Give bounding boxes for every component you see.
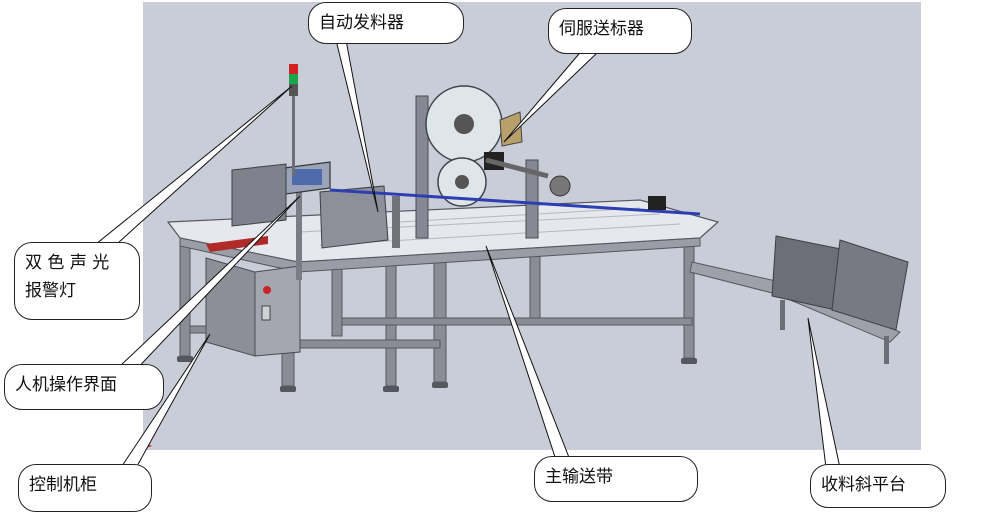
alarm-pole [292, 96, 295, 176]
labeler-shaft [485, 157, 549, 179]
callout-alarm-line2: 报警灯 [25, 281, 76, 301]
rail-motor [648, 196, 666, 210]
callout-servo-labeler: 伺服送标器 [548, 8, 692, 54]
labeler-wheel [549, 175, 571, 197]
callout-control-cabinet: 控制机柜 [18, 464, 152, 512]
callout-feeder: 自动发料器 [308, 2, 464, 44]
labeler-arm [499, 111, 523, 147]
labeler-column-2 [525, 159, 539, 239]
alarm-base [289, 84, 298, 96]
feeder-post [392, 196, 400, 248]
leader-lines [95, 39, 841, 469]
labeler-column [415, 95, 429, 239]
cabinet-switch [261, 305, 271, 321]
callout-hmi: 人机操作界面 [4, 364, 164, 410]
blue-guide-rail [329, 188, 701, 216]
cabinet-red-button [263, 286, 271, 294]
control-cabinet [205, 257, 256, 357]
alarm-red-lamp [289, 64, 298, 74]
ramp-legs [780, 300, 889, 364]
alarm-green-lamp [289, 74, 298, 84]
feeder-hopper [319, 185, 389, 249]
feeder-housing [231, 163, 287, 227]
hmi-stand [296, 190, 302, 280]
hmi-display [292, 169, 322, 185]
leveling-feet [177, 356, 697, 392]
callout-alarm-lamp: 双 色 声 光 报警灯 [14, 242, 140, 320]
callout-alarm-line1: 双 色 声 光 [25, 253, 110, 273]
ramp-bin-right [831, 239, 909, 331]
callout-outfeed-ramp: 收料斜平台 [810, 464, 946, 508]
red-belt [206, 236, 268, 252]
label-roll-lower-hub [455, 175, 469, 189]
label-roll-upper-hub [454, 114, 474, 134]
callout-main-conveyor: 主输送带 [534, 456, 698, 502]
